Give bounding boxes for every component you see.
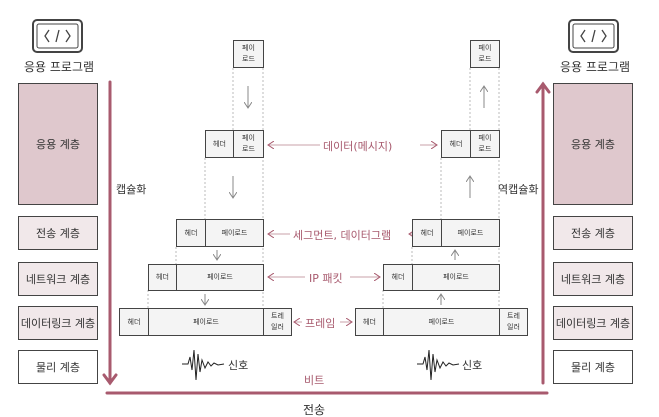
- signal-label: 신호: [462, 359, 483, 372]
- signal-label: 신호: [228, 359, 249, 372]
- left-program-label: 응용 프로그램: [24, 60, 95, 74]
- right-application-layer: 응용 계층: [553, 83, 633, 205]
- payload: 페이로드: [148, 308, 264, 336]
- pdu-label-packet: IP 패킷: [306, 270, 346, 286]
- right-datalink-layer: 데이터링크 계층: [553, 306, 633, 340]
- right-network-layer: 네트워크 계층: [553, 262, 633, 296]
- encapsulation-label: 캡슐화: [116, 183, 147, 196]
- left-network-layer: 네트워크 계층: [18, 262, 98, 296]
- payload: 페이로드: [176, 264, 264, 291]
- signal-wave-icon: [182, 349, 225, 381]
- left-datalink-layer: 데이터링크 계층: [18, 306, 98, 340]
- bit-label: 비트: [304, 374, 325, 387]
- trailer: 트레 일러: [263, 308, 292, 336]
- pdu-label-frame: 프레임: [302, 315, 339, 331]
- right-physical-layer: 물리 계층: [553, 350, 633, 384]
- header: 헤더: [176, 219, 206, 247]
- left-application-layer: 응용 계층: [18, 83, 98, 205]
- payload: 페이로드: [205, 219, 264, 247]
- code-icon: [568, 19, 619, 53]
- header: 헤더: [441, 130, 471, 158]
- payload: 페이 로드: [470, 40, 500, 68]
- code-icon: [32, 19, 83, 53]
- right-program-label: 응용 프로그램: [560, 60, 631, 74]
- header: 헤더: [148, 264, 177, 291]
- pdu-label-data: 데이터(메시지): [320, 138, 396, 154]
- header: 헤더: [355, 308, 384, 336]
- payload: 페이로드: [412, 264, 500, 291]
- header: 헤더: [412, 219, 442, 247]
- trailer: 트레 일러: [499, 308, 528, 336]
- decapsulation-label: 역캡슐화: [498, 183, 539, 196]
- left-transport-layer: 전송 계층: [18, 216, 98, 250]
- payload: 페이 로드: [470, 130, 500, 158]
- header: 헤더: [205, 130, 234, 158]
- header: 헤더: [383, 264, 413, 291]
- signal-wave-icon: [417, 349, 460, 381]
- right-transport-layer: 전송 계층: [553, 216, 633, 250]
- payload: 페이로드: [383, 308, 500, 336]
- payload: 페이 로드: [233, 40, 264, 68]
- left-physical-layer: 물리 계층: [18, 350, 98, 384]
- pdu-label-segment: 세그먼트, 데이터그램: [290, 227, 395, 243]
- payload: 페이로드: [441, 219, 500, 247]
- payload: 페이 로드: [233, 130, 264, 158]
- header: 헤더: [119, 308, 149, 336]
- transmission-label: 전송: [303, 403, 326, 417]
